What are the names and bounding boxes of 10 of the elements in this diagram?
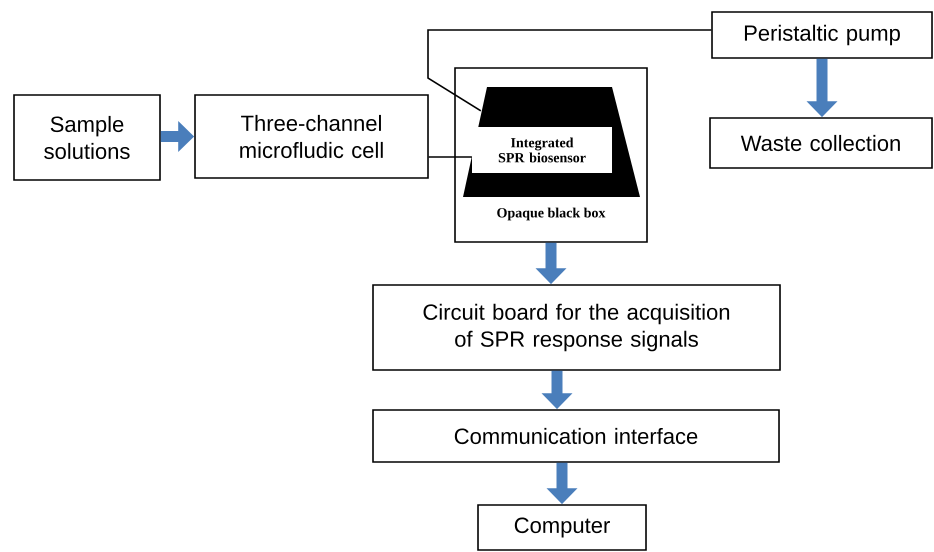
process-box: Peristaltic pump <box>711 11 933 59</box>
process-box: Circuit board for the acquisition of SPR response signals <box>372 284 781 371</box>
process-box: Waste collection <box>709 117 933 169</box>
process-box: Computer <box>477 504 647 551</box>
process-box: Sample solutions <box>13 94 161 181</box>
process-box: Three-channel microfludic cell <box>194 94 429 179</box>
process-box: Communication interface <box>372 409 780 463</box>
connector-line <box>428 156 472 158</box>
biosensor-chip: Integrated SPR biosensor <box>463 87 640 197</box>
connector-line <box>427 29 712 112</box>
